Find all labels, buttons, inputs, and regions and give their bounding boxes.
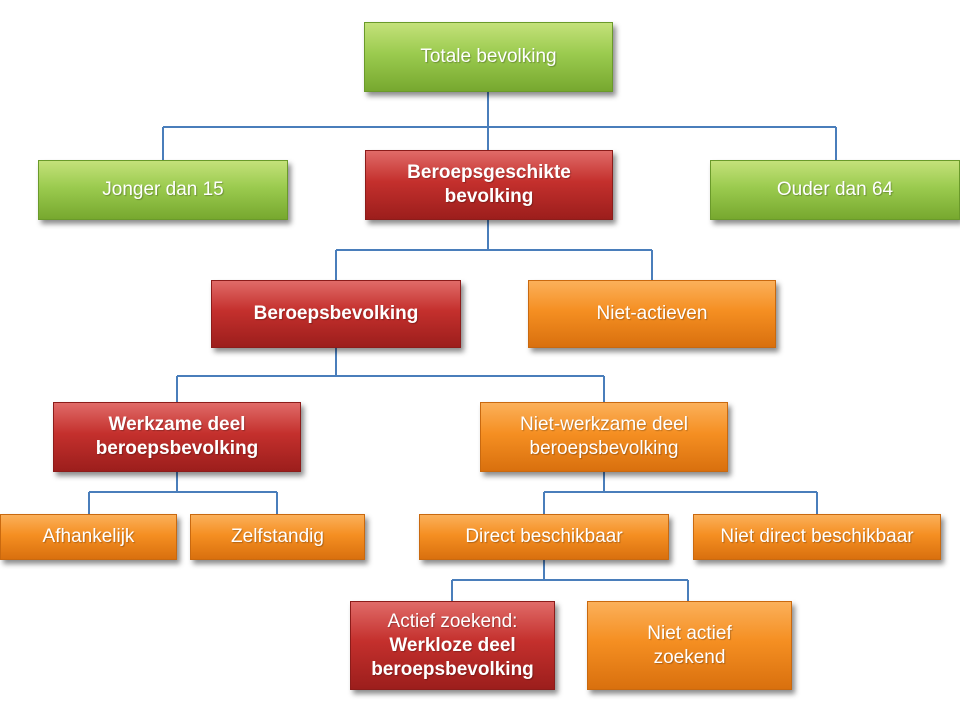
node-zelfstandig: Zelfstandig [190,514,365,560]
node-label: Niet-werkzame deel beroepsbevolking [520,414,688,459]
node-label: Werkzame deel beroepsbevolking [95,414,259,459]
node-label: Ouder dan 64 [776,179,894,200]
node-afhankelijk: Afhankelijk [0,514,177,560]
connector-direct-to-children [451,560,689,601]
node-label: Afhankelijk [42,526,135,547]
node-niet-werkzame-deel: Niet-werkzame deel beroepsbevolking [480,402,728,472]
node-actief-zoekend: Actief zoekend: Werkloze deel beroepsbev… [350,601,555,690]
node-label: Niet actief zoekend [647,622,732,668]
node-label-line2: Werkloze deel beroepsbevolking [371,634,534,680]
node-beroepsgeschikte-bevolking: Beroepsgeschikte bevolking [365,150,613,220]
node-label: Direct beschikbaar [465,526,623,547]
node-direct-beschikbaar: Direct beschikbaar [419,514,669,560]
connector-nietwerkzame-to-children [543,472,818,514]
node-label: Niet-actieven [596,303,708,324]
connector-totale-to-children [162,92,837,160]
connector-werkzame-to-children [88,472,278,514]
node-label-line1: Actief zoekend: [387,610,518,632]
node-niet-actief-zoekend: Niet actief zoekend [587,601,792,690]
connector-beroepsbevolking-to-children [176,348,605,402]
node-niet-actieven: Niet-actieven [528,280,776,348]
connector-beroepsgeschikte-to-children [335,220,653,280]
node-label: Totale bevolking [420,46,557,67]
node-label: Niet direct beschikbaar [720,526,914,547]
node-beroepsbevolking: Beroepsbevolking [211,280,461,348]
node-ouder-dan-64: Ouder dan 64 [710,160,960,220]
node-werkzame-deel: Werkzame deel beroepsbevolking [53,402,301,472]
node-label: Beroepsbevolking [253,303,419,324]
node-label: Zelfstandig [231,526,324,547]
node-jonger-dan-15: Jonger dan 15 [38,160,288,220]
node-label: Jonger dan 15 [102,179,224,200]
node-totale-bevolking: Totale bevolking [364,22,613,92]
node-label: Beroepsgeschikte bevolking [407,162,571,207]
node-niet-direct-beschikbaar: Niet direct beschikbaar [693,514,941,560]
